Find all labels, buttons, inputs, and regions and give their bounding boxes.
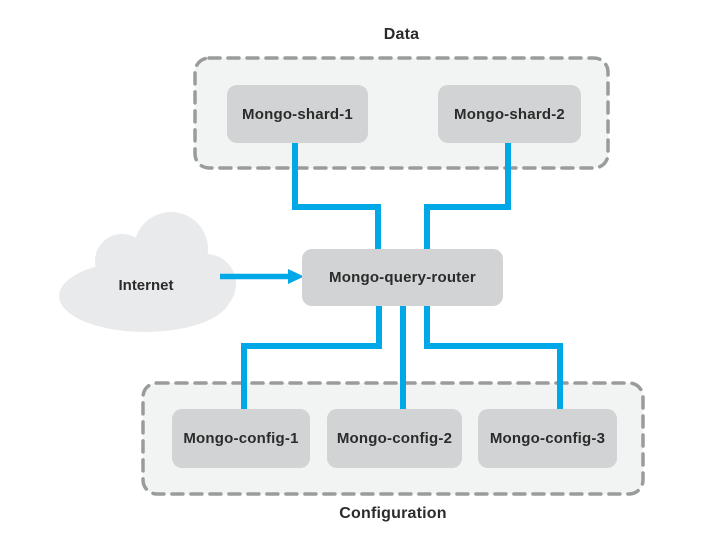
internet-label: Internet [118,277,174,294]
node-mongo-config-3: Mongo-config-3 [478,409,617,468]
node-label: Mongo-query-router [329,269,476,286]
node-label: Mongo-config-1 [183,430,299,447]
connector-shard2-router [424,142,511,251]
data-group-label: Data [383,26,420,43]
connector-router-config3 [424,304,563,410]
node-mongo-config-1: Mongo-config-1 [172,409,310,468]
node-mongo-shard-1: Mongo-shard-1 [227,85,368,143]
node-label: Mongo-config-2 [336,430,453,447]
internet-to-router-arrow [220,269,304,284]
node-label: Mongo-shard-1 [242,105,353,123]
config-group-label: Configuration [339,505,447,522]
arrow-head-icon [288,269,304,284]
node-label: Mongo-shard-2 [454,105,565,123]
node-mongo-shard-2: Mongo-shard-2 [438,85,581,143]
node-mongo-query-router: Mongo-query-router [302,249,503,306]
connector-router-config1 [241,304,382,410]
connector-shard1-router [292,142,381,251]
node-label: Mongo-config-3 [489,430,606,447]
node-mongo-config-2: Mongo-config-2 [327,409,462,468]
internet-cloud-icon [59,212,236,332]
